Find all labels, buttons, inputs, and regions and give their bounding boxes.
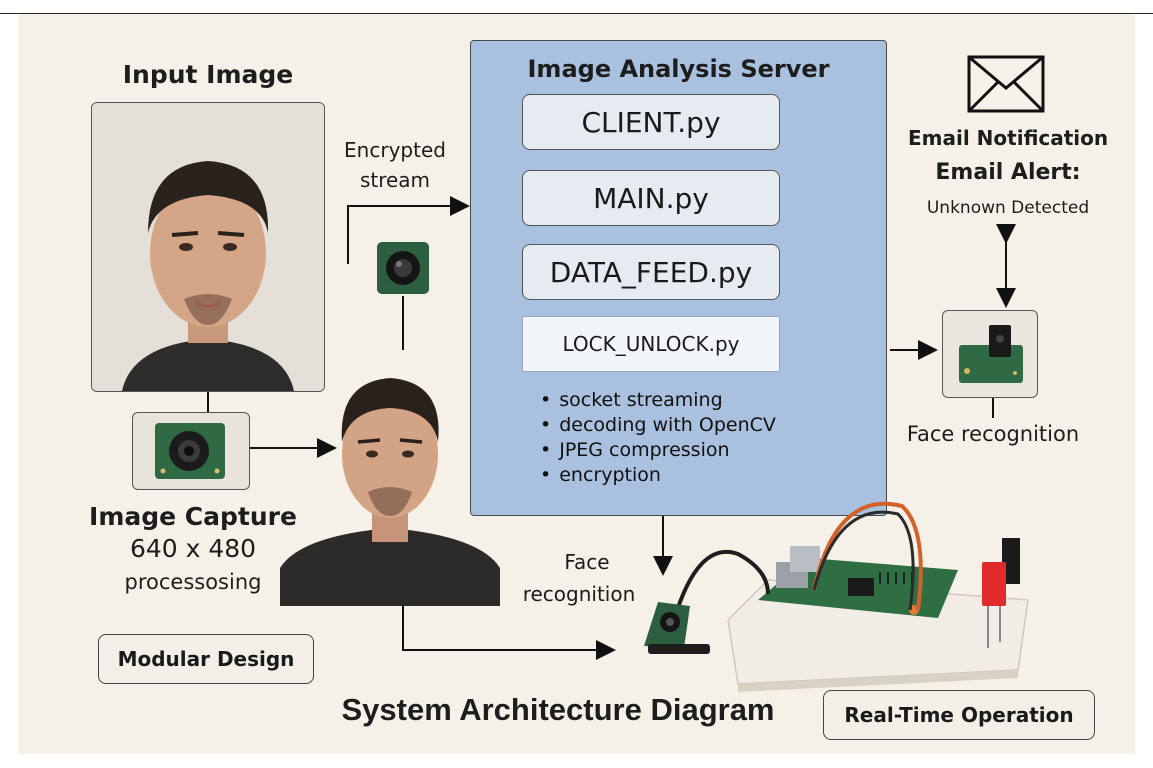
top-divider-line xyxy=(0,13,1153,14)
person-photo xyxy=(280,378,500,606)
capture-resolution: 640 x 480 xyxy=(129,534,257,563)
feature-item: decoding with OpenCV xyxy=(540,413,776,438)
camera-module-icon xyxy=(644,602,710,654)
encrypted-stream-line1: Encrypted xyxy=(344,138,446,162)
module-data-feed: DATA_FEED.py xyxy=(522,244,780,300)
person-photo xyxy=(92,103,324,391)
small-camera-device xyxy=(375,240,431,296)
diagram-title: System Architecture Diagram xyxy=(341,692,775,727)
diagram-canvas: Input Image Image Capture 640 x 480 p xyxy=(18,14,1135,754)
hardware-illustration xyxy=(618,470,1038,694)
raspberry-pi-board xyxy=(644,501,1029,692)
input-face-photo xyxy=(91,102,325,392)
input-image-heading: Input Image xyxy=(122,60,294,89)
encrypted-stream-line2: stream xyxy=(359,168,431,192)
red-led-icon xyxy=(982,538,1020,648)
recognition-sensor-tile xyxy=(942,310,1038,398)
real-time-operation-label: Real-Time Operation xyxy=(844,703,1074,727)
capture-processing: processosing xyxy=(124,570,262,594)
face-recognition-right-label: Face recognition xyxy=(906,422,1080,446)
email-alert-label: Email Alert: xyxy=(935,160,1081,185)
module-client-label: CLIENT.py xyxy=(581,105,721,139)
feature-item: socket streaming xyxy=(540,388,776,413)
face-recognition-bottom-line2: recognition xyxy=(522,582,636,606)
face-recognition-bottom-line1: Face xyxy=(564,550,610,574)
capture-title: Image Capture xyxy=(89,502,297,531)
arrow-encrypted-stream xyxy=(347,196,470,264)
server-feature-list: socket streaming decoding with OpenCV JP… xyxy=(540,388,776,488)
server-title: Image Analysis Server xyxy=(527,55,830,83)
envelope-icon xyxy=(967,55,1045,113)
camera-module-icon xyxy=(377,242,429,294)
modular-design-label: Modular Design xyxy=(117,647,295,671)
module-data-feed-label: DATA_FEED.py xyxy=(549,255,753,289)
camera-module-icon xyxy=(155,423,225,479)
real-time-operation-tag: Real-Time Operation xyxy=(823,690,1095,740)
module-main: MAIN.py xyxy=(522,170,780,226)
module-lock-unlock: LOCK_UNLOCK.py xyxy=(522,316,780,372)
module-client: CLIENT.py xyxy=(522,94,780,150)
arrow-face-to-camera xyxy=(402,604,616,660)
envelope-icon-wrap xyxy=(966,54,1046,114)
captured-face-photo xyxy=(280,350,500,606)
module-lock-unlock-label: LOCK_UNLOCK.py xyxy=(562,332,740,356)
feature-item: JPEG compression xyxy=(540,438,776,463)
unknown-detected-label: Unknown Detected xyxy=(926,198,1090,218)
module-main-label: MAIN.py xyxy=(593,181,709,215)
email-notification-label: Email Notification xyxy=(908,126,1109,150)
capture-camera-module xyxy=(132,412,250,490)
feature-item: encryption xyxy=(540,463,776,488)
modular-design-tag: Modular Design xyxy=(98,634,314,684)
face-recognition-sensor-icon xyxy=(959,325,1023,383)
